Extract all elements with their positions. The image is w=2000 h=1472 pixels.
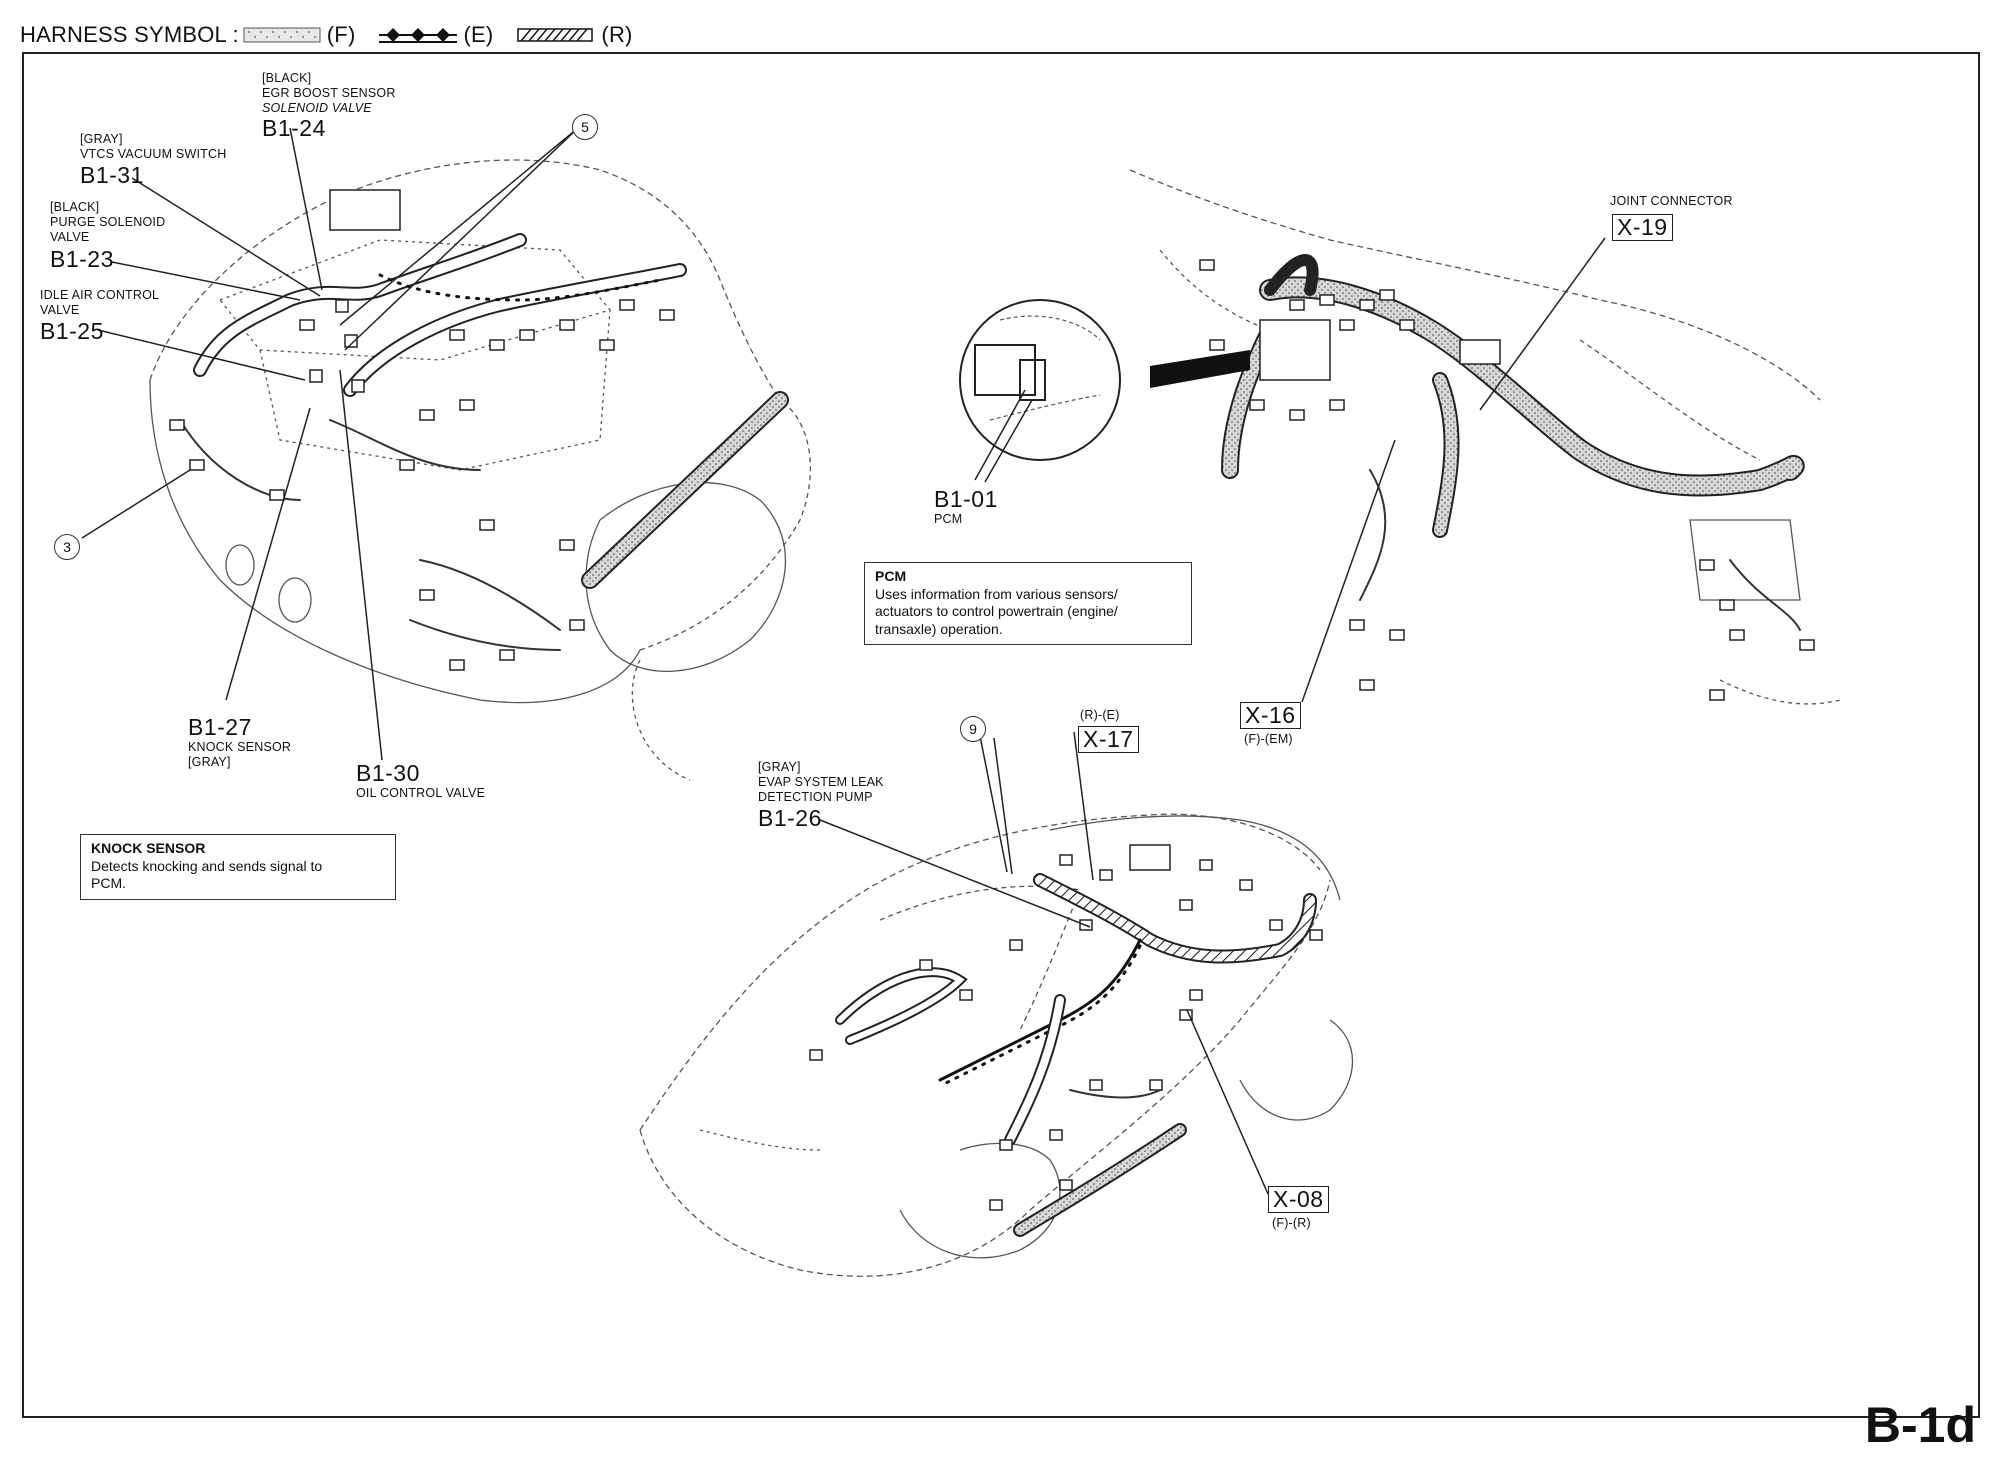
legend-symbol-dotted <box>243 27 321 43</box>
legend-code-r: (R) <box>601 22 633 47</box>
legend-symbol-diamond <box>379 28 458 43</box>
dashboard-connectors <box>1199 259 1815 701</box>
pcm-magnifier <box>959 299 1121 461</box>
pcm-note: PCM Uses information from various sensor… <box>864 562 1192 645</box>
b1-31-code: B1-31 <box>80 162 144 188</box>
knock-note-line-1: Detects knocking and sends signal to <box>91 857 323 874</box>
b1-26-name2: DETECTION PUMP <box>758 790 873 804</box>
b1-24-name: EGR BOOST SENSOR <box>262 86 396 100</box>
car-connectors <box>809 844 1323 1211</box>
b1-23-color: [BLACK] <box>50 200 100 214</box>
b1-27-color: [GRAY] <box>188 755 231 769</box>
b1-31-name: VTCS VACUUM SWITCH <box>80 147 227 161</box>
dashboard-drawing <box>1129 169 1841 705</box>
knock-note-line-2: PCM. <box>91 875 126 891</box>
engine-connectors <box>169 189 675 671</box>
x-16-code: X-16 <box>1240 702 1301 730</box>
engine-bay-drawing <box>149 159 812 781</box>
b1-25-code: B1-25 <box>40 318 104 344</box>
b1-25-name: IDLE AIR CONTROL <box>40 288 160 302</box>
b1-25-name2: VALVE <box>40 303 80 317</box>
x-16-sub: (F)-(EM) <box>1244 732 1293 746</box>
b1-26-code: B1-26 <box>758 805 822 831</box>
b1-26-color: [GRAY] <box>758 760 801 774</box>
diagram-frame <box>22 52 1980 1418</box>
legend-symbol-hatched <box>517 28 594 42</box>
car-harness <box>835 873 1317 1237</box>
b1-23-name: PURGE SOLENOID <box>50 215 166 229</box>
x-17-code: X-17 <box>1078 726 1139 754</box>
x-19-title: JOINT CONNECTOR <box>1610 194 1733 208</box>
b1-30-code: B1-30 <box>356 760 420 786</box>
legend-title: HARNESS SYMBOL : <box>20 22 239 47</box>
knock-sensor-note: KNOCK SENSOR Detects knocking and sends … <box>80 834 396 900</box>
page-id: B-1d <box>1864 1397 1976 1453</box>
x-17-sub: (R)-(E) <box>1080 708 1120 722</box>
legend-code-f: (F) <box>326 22 356 47</box>
pcm-pointer-arrow <box>1150 350 1250 388</box>
legend-code-e: (E) <box>463 22 494 47</box>
x-08-sub: (F)-(R) <box>1272 1216 1311 1230</box>
b1-01-name: PCM <box>934 512 963 526</box>
b1-24-name2: SOLENOID VALVE <box>262 101 372 115</box>
pcm-note-line-2: actuators to control powertrain (engine/ <box>875 603 1118 619</box>
callout-9: 9 <box>960 716 986 742</box>
pcm-note-line-1: Uses information from various sensors/ <box>875 585 1118 602</box>
callout-5: 5 <box>572 114 598 140</box>
car-body-drawing <box>639 813 1353 1277</box>
harness-legend: HARNESS SYMBOL : (F) (E) <box>20 20 633 50</box>
b1-24-code: B1-24 <box>262 115 326 141</box>
b1-31-color: [GRAY] <box>80 132 123 146</box>
x-19-code: X-19 <box>1612 214 1673 242</box>
b1-27-code: B1-27 <box>188 714 252 740</box>
b1-26-name: EVAP SYSTEM LEAK <box>758 775 884 789</box>
b1-27-name: KNOCK SENSOR <box>188 740 292 754</box>
x-08-code: X-08 <box>1268 1186 1329 1214</box>
b1-01-code: B1-01 <box>934 486 998 512</box>
pcm-note-line-3: transaxle) operation. <box>875 620 1003 637</box>
b1-30-name: OIL CONTROL VALVE <box>356 786 486 800</box>
leader-lines <box>81 127 1606 1195</box>
b1-23-name2: VALVE <box>50 230 90 244</box>
dashboard-harness <box>1221 254 1805 631</box>
b1-24-color: [BLACK] <box>262 71 312 85</box>
knock-note-title: KNOCK SENSOR <box>91 840 206 856</box>
b1-23-code: B1-23 <box>50 246 114 272</box>
callout-3: 3 <box>54 534 80 560</box>
engine-harness <box>179 233 789 651</box>
pcm-note-title: PCM <box>875 568 907 584</box>
